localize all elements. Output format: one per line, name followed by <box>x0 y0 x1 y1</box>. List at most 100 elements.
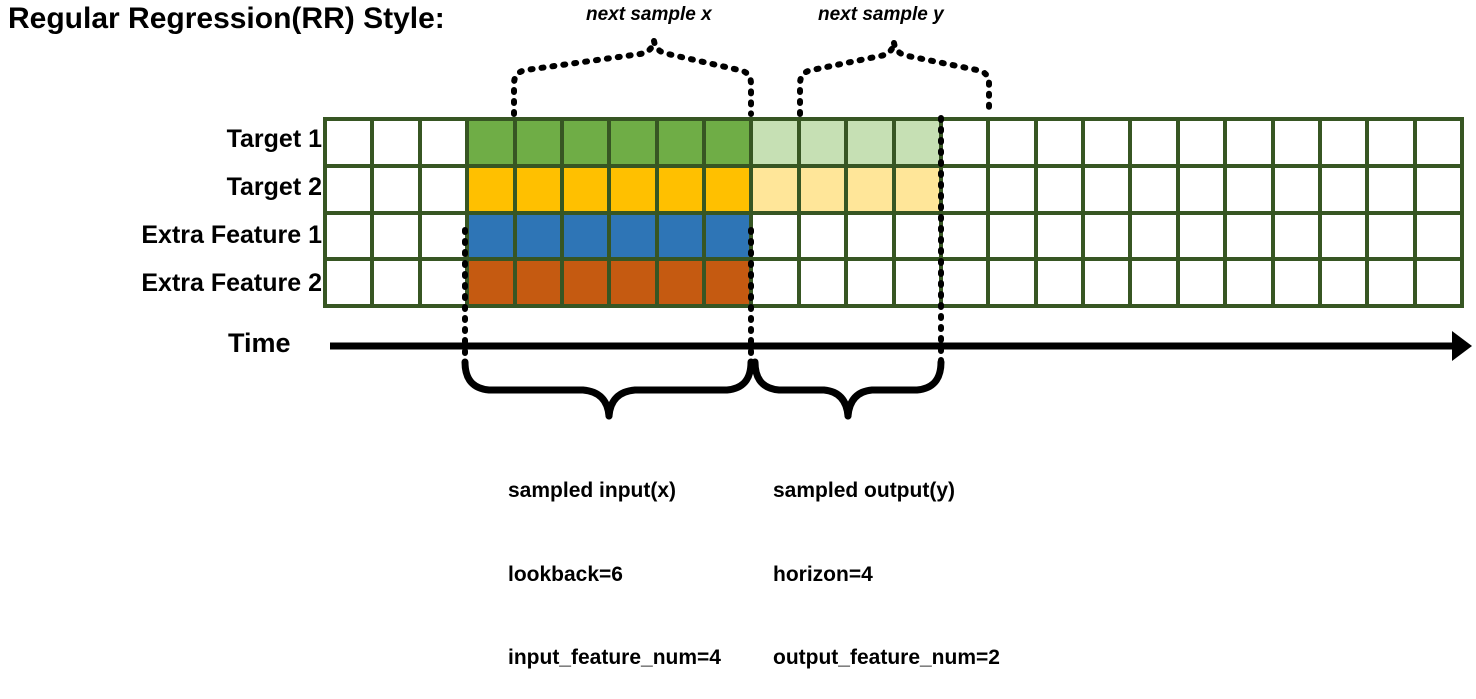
grid-cell <box>800 214 845 258</box>
grid-cell <box>1085 214 1129 258</box>
annotation-next-sample-x: next sample x <box>586 4 712 25</box>
grid-cell <box>374 167 418 211</box>
grid-cell <box>516 214 560 258</box>
grid-cell <box>706 167 750 211</box>
grid-cell <box>1416 167 1460 211</box>
grid-cell <box>421 214 466 258</box>
grid-cell <box>1085 121 1129 164</box>
row-label-target-2: Target 2 <box>226 173 322 201</box>
brace-sampled-input <box>461 358 755 420</box>
grid-cell <box>1274 167 1318 211</box>
caption-sampled-output-line3: output_feature_num=2 <box>773 645 1000 669</box>
grid-cell <box>1132 261 1176 304</box>
grid-cell <box>1369 214 1413 258</box>
grid-cell <box>1369 167 1413 211</box>
caption-sampled-output-line2: horizon=4 <box>773 562 873 586</box>
timeline-grid <box>323 117 1464 308</box>
grid-cell <box>1274 261 1318 304</box>
grid-cell <box>611 214 655 258</box>
grid-cell <box>1416 214 1460 258</box>
grid-cell <box>374 121 418 164</box>
grid-cell <box>942 261 987 304</box>
grid-cell <box>327 121 371 164</box>
grid-cell <box>469 167 513 211</box>
grid-cell <box>1037 167 1081 211</box>
grid-cell <box>1179 121 1224 164</box>
row-label-extra-feature-2: Extra Feature 2 <box>141 269 322 297</box>
grid-cell <box>942 214 987 258</box>
grid-cell <box>1037 214 1081 258</box>
grid-cell <box>421 121 466 164</box>
grid-cell <box>469 121 513 164</box>
grid-cell <box>706 261 750 304</box>
grid-cell <box>848 121 892 164</box>
grid-cell <box>895 261 939 304</box>
grid-cell <box>753 261 797 304</box>
caption-sampled-output-line1: sampled output(y) <box>773 479 955 503</box>
grid-cell <box>753 167 797 211</box>
page-title: Regular Regression(RR) Style: <box>8 2 445 35</box>
grid-cell <box>327 261 371 304</box>
grid-cell <box>563 167 608 211</box>
caption-sampled-input-line2: lookback=6 <box>508 562 623 586</box>
dotted-brace-next-sample-y <box>797 40 992 117</box>
time-axis-label: Time <box>228 328 291 358</box>
grid-cell <box>990 214 1034 258</box>
grid-cell <box>1416 261 1460 304</box>
grid-cell <box>1416 121 1460 164</box>
grid-cell <box>1132 214 1176 258</box>
grid-cell <box>753 214 797 258</box>
grid-cell <box>1132 121 1176 164</box>
grid-cell <box>942 167 987 211</box>
grid-cell <box>1321 167 1366 211</box>
grid-cell <box>1227 167 1271 211</box>
grid-cell <box>753 121 797 164</box>
grid-cell <box>1179 167 1224 211</box>
grid-cell <box>421 167 466 211</box>
grid-cell <box>1369 261 1413 304</box>
arrow-right-icon <box>1452 331 1472 361</box>
grid-cell <box>800 167 845 211</box>
grid-cell <box>800 261 845 304</box>
grid-cell <box>1227 214 1271 258</box>
grid-cell <box>374 261 418 304</box>
grid-cell <box>421 261 466 304</box>
grid-cell <box>516 261 560 304</box>
grid-cell <box>990 167 1034 211</box>
grid-cell <box>469 214 513 258</box>
grid-cell <box>611 167 655 211</box>
grid-cell <box>658 214 702 258</box>
grid-cell <box>895 121 939 164</box>
grid-cell <box>1085 167 1129 211</box>
row-label-extra-feature-1: Extra Feature 1 <box>141 221 322 249</box>
grid-cell <box>469 261 513 304</box>
grid-cell <box>374 214 418 258</box>
grid-cell <box>563 121 608 164</box>
grid-cell <box>706 121 750 164</box>
grid-cell <box>327 167 371 211</box>
grid-cell <box>1274 214 1318 258</box>
grid-cell <box>706 214 750 258</box>
grid-cell <box>848 167 892 211</box>
grid-cell <box>1321 261 1366 304</box>
dotted-brace-next-sample-x <box>511 38 754 117</box>
grid-cell <box>848 214 892 258</box>
grid-cell <box>1179 261 1224 304</box>
grid-cell <box>848 261 892 304</box>
grid-cell <box>1321 121 1366 164</box>
grid-cell <box>1132 167 1176 211</box>
grid-cell <box>516 121 560 164</box>
grid-cell <box>1037 121 1081 164</box>
grid-cell <box>1085 261 1129 304</box>
grid-cell <box>1227 121 1271 164</box>
grid-cell <box>658 261 702 304</box>
grid-cell <box>1274 121 1318 164</box>
grid-cell <box>516 167 560 211</box>
grid-cell <box>800 121 845 164</box>
grid-cell <box>327 214 371 258</box>
grid-cell <box>1227 261 1271 304</box>
annotation-next-sample-y: next sample y <box>818 4 944 25</box>
caption-sampled-output: sampled output(y) horizon=4 output_featu… <box>773 422 1000 699</box>
row-label-target-1: Target 1 <box>226 125 322 153</box>
grid-cell <box>942 121 987 164</box>
